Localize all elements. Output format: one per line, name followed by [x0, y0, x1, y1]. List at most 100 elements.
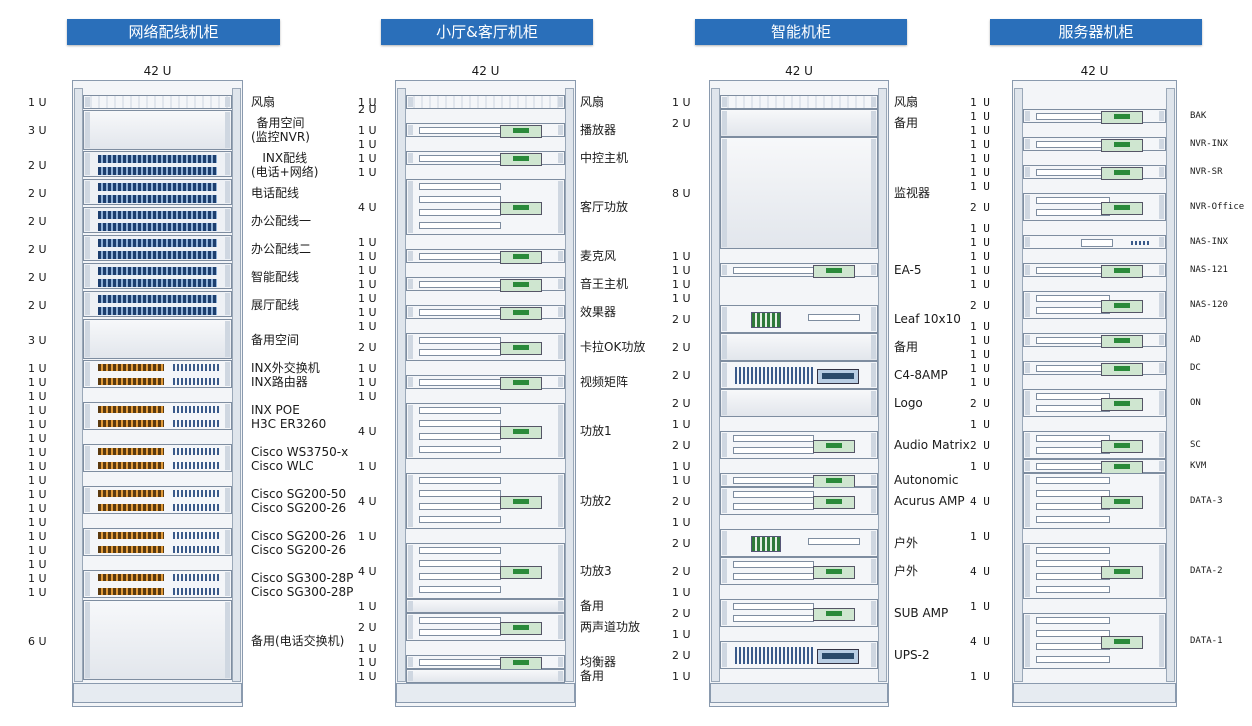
unit-count-label: 1 U — [28, 460, 47, 473]
unit-count-label: 1 U — [28, 544, 47, 557]
device-label: 展厅配线 — [251, 298, 300, 312]
rack-device — [406, 543, 565, 599]
drive-slot — [1036, 209, 1110, 216]
rack-device — [83, 235, 232, 261]
drive-slot — [1036, 617, 1110, 624]
drive-slot — [1036, 435, 1110, 442]
device-label: 麦克风 — [580, 249, 617, 263]
rack-device — [406, 305, 565, 320]
drive-slot — [808, 314, 860, 321]
mount-ear — [408, 335, 413, 359]
device-label: 备用 — [894, 116, 919, 130]
mount-ear — [408, 181, 413, 233]
drive-slot — [1036, 113, 1110, 120]
mount-ear — [558, 279, 563, 289]
lcd-panel — [1101, 496, 1143, 509]
device-label: SC — [1190, 440, 1201, 450]
drive-slot — [419, 586, 501, 593]
rack-device — [1023, 389, 1166, 417]
unit-count-label: 1 U — [970, 138, 990, 151]
mount-ear — [558, 97, 563, 107]
mount-ear — [722, 433, 727, 457]
mount-ear — [722, 601, 727, 625]
mount-ear — [85, 362, 90, 386]
rack-device — [83, 179, 232, 205]
status-leds — [173, 462, 221, 469]
unit-count-label: 1 U — [358, 656, 377, 669]
patch-ports — [98, 195, 217, 203]
unit-count-label: 1 U — [970, 124, 990, 137]
mount-ear — [871, 475, 876, 485]
drive-slot — [419, 573, 501, 580]
rack-device — [720, 137, 878, 249]
lcd-panel — [1101, 139, 1143, 152]
drive-slot — [1036, 365, 1110, 372]
unit-count-label: 1 U — [970, 334, 990, 347]
lcd-panel — [500, 125, 542, 138]
rack-base — [396, 683, 575, 703]
mount-ear — [1025, 237, 1030, 247]
device-label: 备用 — [580, 599, 605, 613]
rack-device — [720, 473, 878, 488]
device-label: AD — [1190, 335, 1201, 345]
rack-device — [406, 179, 565, 235]
mount-ear — [871, 363, 876, 387]
mount-ear — [1025, 363, 1030, 373]
unit-count-label: 1 U — [358, 264, 377, 277]
drive-slot — [419, 446, 501, 453]
matrix-panel — [751, 536, 781, 552]
switch-ports — [98, 378, 164, 385]
mount-ear — [871, 111, 876, 135]
lcd-panel — [500, 279, 542, 292]
mount-ear — [722, 489, 727, 513]
lcd-panel — [500, 202, 542, 215]
device-label: Acurus AMP — [894, 494, 965, 508]
lcd-display — [513, 660, 529, 665]
mount-ear — [722, 265, 727, 275]
mount-ear — [558, 615, 563, 639]
mount-ear — [1025, 475, 1030, 527]
mount-ear — [225, 209, 230, 231]
lcd-display — [1114, 170, 1130, 175]
rack-post-left — [1014, 88, 1023, 682]
rack-device — [1023, 473, 1166, 529]
mount-ear — [225, 321, 230, 357]
device-label: INX配线 (电话+网络) — [251, 151, 319, 179]
device-label: Logo — [894, 396, 923, 410]
unit-count-label: 1 U — [672, 628, 691, 641]
lcd-display — [513, 499, 529, 504]
panel-display — [822, 653, 854, 659]
unit-count-label: 2 U — [672, 607, 691, 620]
unit-count-label: 1 U — [970, 348, 990, 361]
unit-count-label: 4 U — [970, 635, 990, 648]
drive-slot — [733, 267, 814, 274]
unit-count-label: 1 U — [358, 250, 377, 263]
lcd-panel — [500, 496, 542, 509]
unit-count-label: 2 U — [970, 439, 990, 452]
device-label: 备用空间 (监控NVR) — [251, 116, 310, 144]
device-label: INX POE H3C ER3260 — [251, 403, 327, 431]
lcd-panel — [500, 342, 542, 355]
mount-ear — [225, 153, 230, 175]
unit-count-label: 1 U — [970, 460, 990, 473]
unit-count-label: 1 U — [970, 600, 990, 613]
mount-ear — [408, 251, 413, 261]
drive-slot — [419, 433, 501, 440]
total-units-label: 42 U — [471, 64, 500, 78]
rack-device — [1023, 291, 1166, 319]
device-label: UPS-2 — [894, 648, 930, 662]
device-label: Audio Matrix — [894, 438, 970, 452]
device-label: DC — [1190, 363, 1201, 373]
rack-device — [83, 291, 232, 317]
lcd-display — [513, 254, 529, 259]
drive-slot — [1036, 463, 1110, 470]
device-label: 客厅功放 — [580, 200, 629, 214]
device-label: C4-8AMP — [894, 368, 948, 382]
unit-count-label: 2 U — [672, 439, 691, 452]
rack-post-right — [232, 88, 241, 682]
mount-ear — [1025, 545, 1030, 597]
patch-ports — [98, 307, 217, 315]
mount-ear — [1159, 391, 1164, 415]
unit-count-label: 2 U — [28, 215, 47, 228]
rack-device — [1023, 137, 1166, 152]
